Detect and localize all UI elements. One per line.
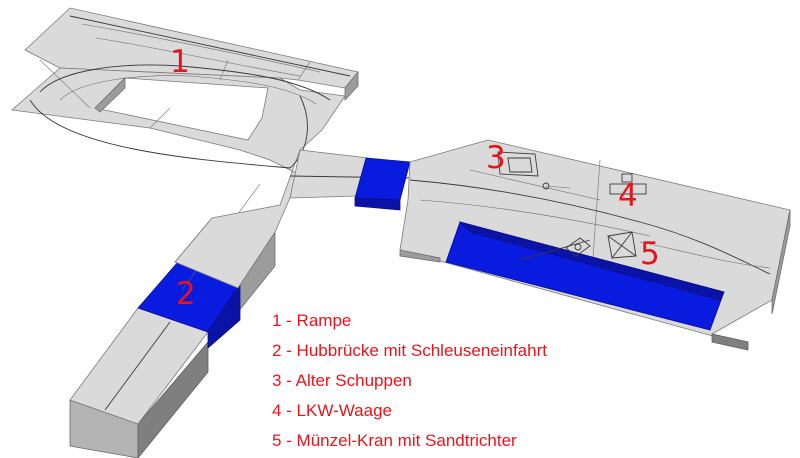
building-truck-scale: [609, 173, 647, 195]
harbor-track-2: [419, 199, 651, 237]
marker-5: 5: [640, 236, 660, 272]
ramp-hole-side: [94, 77, 126, 113]
ramp-board-side: [344, 70, 359, 102]
marker-1: 1: [170, 44, 190, 80]
module-connector: [289, 149, 413, 211]
harbor-track-4: [639, 241, 771, 269]
ramp-track-inner: [59, 75, 317, 105]
ramp-track-top-2: [81, 23, 321, 73]
seam-4: [297, 61, 311, 81]
harbor-track-5: [469, 169, 601, 201]
harbor-track-3: [519, 239, 591, 261]
harbor-basin-inner: [458, 221, 725, 301]
harbor-track-1: [409, 179, 771, 275]
legend-item-2: 2 - Hubbrücke mit Schleuseneinfahrt: [272, 341, 547, 360]
module-ramp: [11, 7, 359, 289]
legend: 1 - Rampe 2 - Hubbrücke mit Schleusenein…: [272, 311, 548, 450]
marker-4: 4: [618, 178, 638, 214]
connector-top: [289, 149, 369, 199]
arm-side-face: [137, 340, 209, 458]
seam-2: [149, 107, 171, 129]
ramp-track-top-3: [95, 37, 301, 77]
lift-bridge-water-side: [354, 197, 401, 211]
harbor-side-front-left: [399, 249, 441, 263]
legend-item-3: 3 - Alter Schuppen: [272, 371, 412, 390]
seam-1: [39, 59, 91, 109]
ramp-track-outer: [39, 64, 331, 101]
marker-2: 2: [176, 276, 196, 312]
legend-item-4: 4 - LKW-Waage: [272, 401, 392, 420]
harbor-side-front: [711, 333, 749, 351]
harbor-side-right: [771, 209, 791, 315]
loop-track: [29, 95, 308, 169]
marker-3: 3: [486, 140, 506, 176]
legend-item-1: 1 - Rampe: [272, 311, 351, 330]
lock-water-2-side: [207, 282, 241, 349]
ramp-track-top: [69, 15, 351, 77]
module-harbor: [399, 139, 791, 351]
ramp-loop: [11, 67, 346, 289]
building-crane: [565, 231, 637, 259]
arm-track: [104, 321, 171, 411]
building-old-shed: [497, 151, 571, 190]
seam-3: [219, 59, 229, 81]
legend-item-5: 5 - Münzel-Kran mit Sandtrichter: [272, 431, 517, 450]
